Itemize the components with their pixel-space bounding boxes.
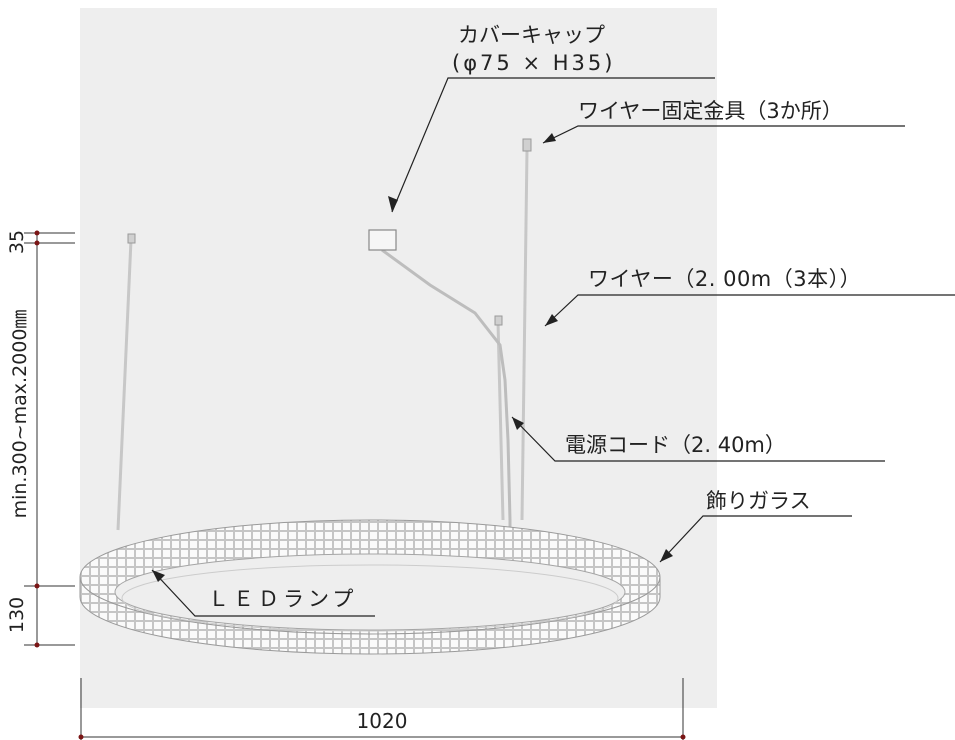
leader-led-lamp	[151, 569, 375, 617]
wire-left	[116, 239, 133, 531]
arrowhead-wire	[545, 314, 558, 326]
cover-cap	[368, 229, 397, 251]
wire-middle	[496, 321, 505, 521]
arrowhead-cover-cap	[388, 196, 398, 212]
leader-wire	[544, 294, 955, 327]
wire-fitting-right	[522, 138, 532, 152]
label-power-cord: 電源コード（2. 40m）	[565, 433, 786, 457]
dimension-lines	[24, 232, 684, 740]
leader-wire-fitting	[542, 125, 905, 144]
wire-fitting-middle	[494, 315, 503, 326]
leader-lines	[151, 77, 955, 617]
glass-ring	[79, 519, 661, 655]
leader-cover-cap	[391, 77, 715, 213]
arrowhead-power-cord	[512, 417, 524, 430]
dim-hang-range: min.300~max.2000㎜	[9, 309, 31, 519]
arrowhead-wire-fitting	[543, 133, 556, 143]
leader-decor-glass	[659, 515, 852, 563]
dim-ring-height: 130	[6, 596, 28, 634]
wire-right	[520, 149, 529, 521]
wires	[116, 149, 529, 531]
leader-power-cord	[511, 416, 885, 462]
power-cord	[381, 248, 512, 635]
label-wire-fitting: ワイヤー固定金具（3か所）	[578, 99, 843, 123]
arrowhead-decor-glass	[660, 549, 673, 562]
label-wire: ワイヤー（2. 00m（3本））	[588, 267, 862, 291]
leader-arrowheads	[152, 133, 673, 582]
arrowhead-led-lamp	[152, 570, 165, 582]
label-led-lamp: ＬＥＤランプ	[208, 587, 358, 611]
wire-fitting-left	[127, 233, 136, 244]
dim-ring-width: 1020	[356, 709, 408, 733]
dimension-dots	[34, 230, 686, 740]
label-decor-glass: 飾りガラス	[706, 489, 811, 513]
label-cover-cap: カバーキャップ	[458, 23, 605, 47]
label-cover-cap-size: (φ75 × H35)	[452, 51, 616, 75]
